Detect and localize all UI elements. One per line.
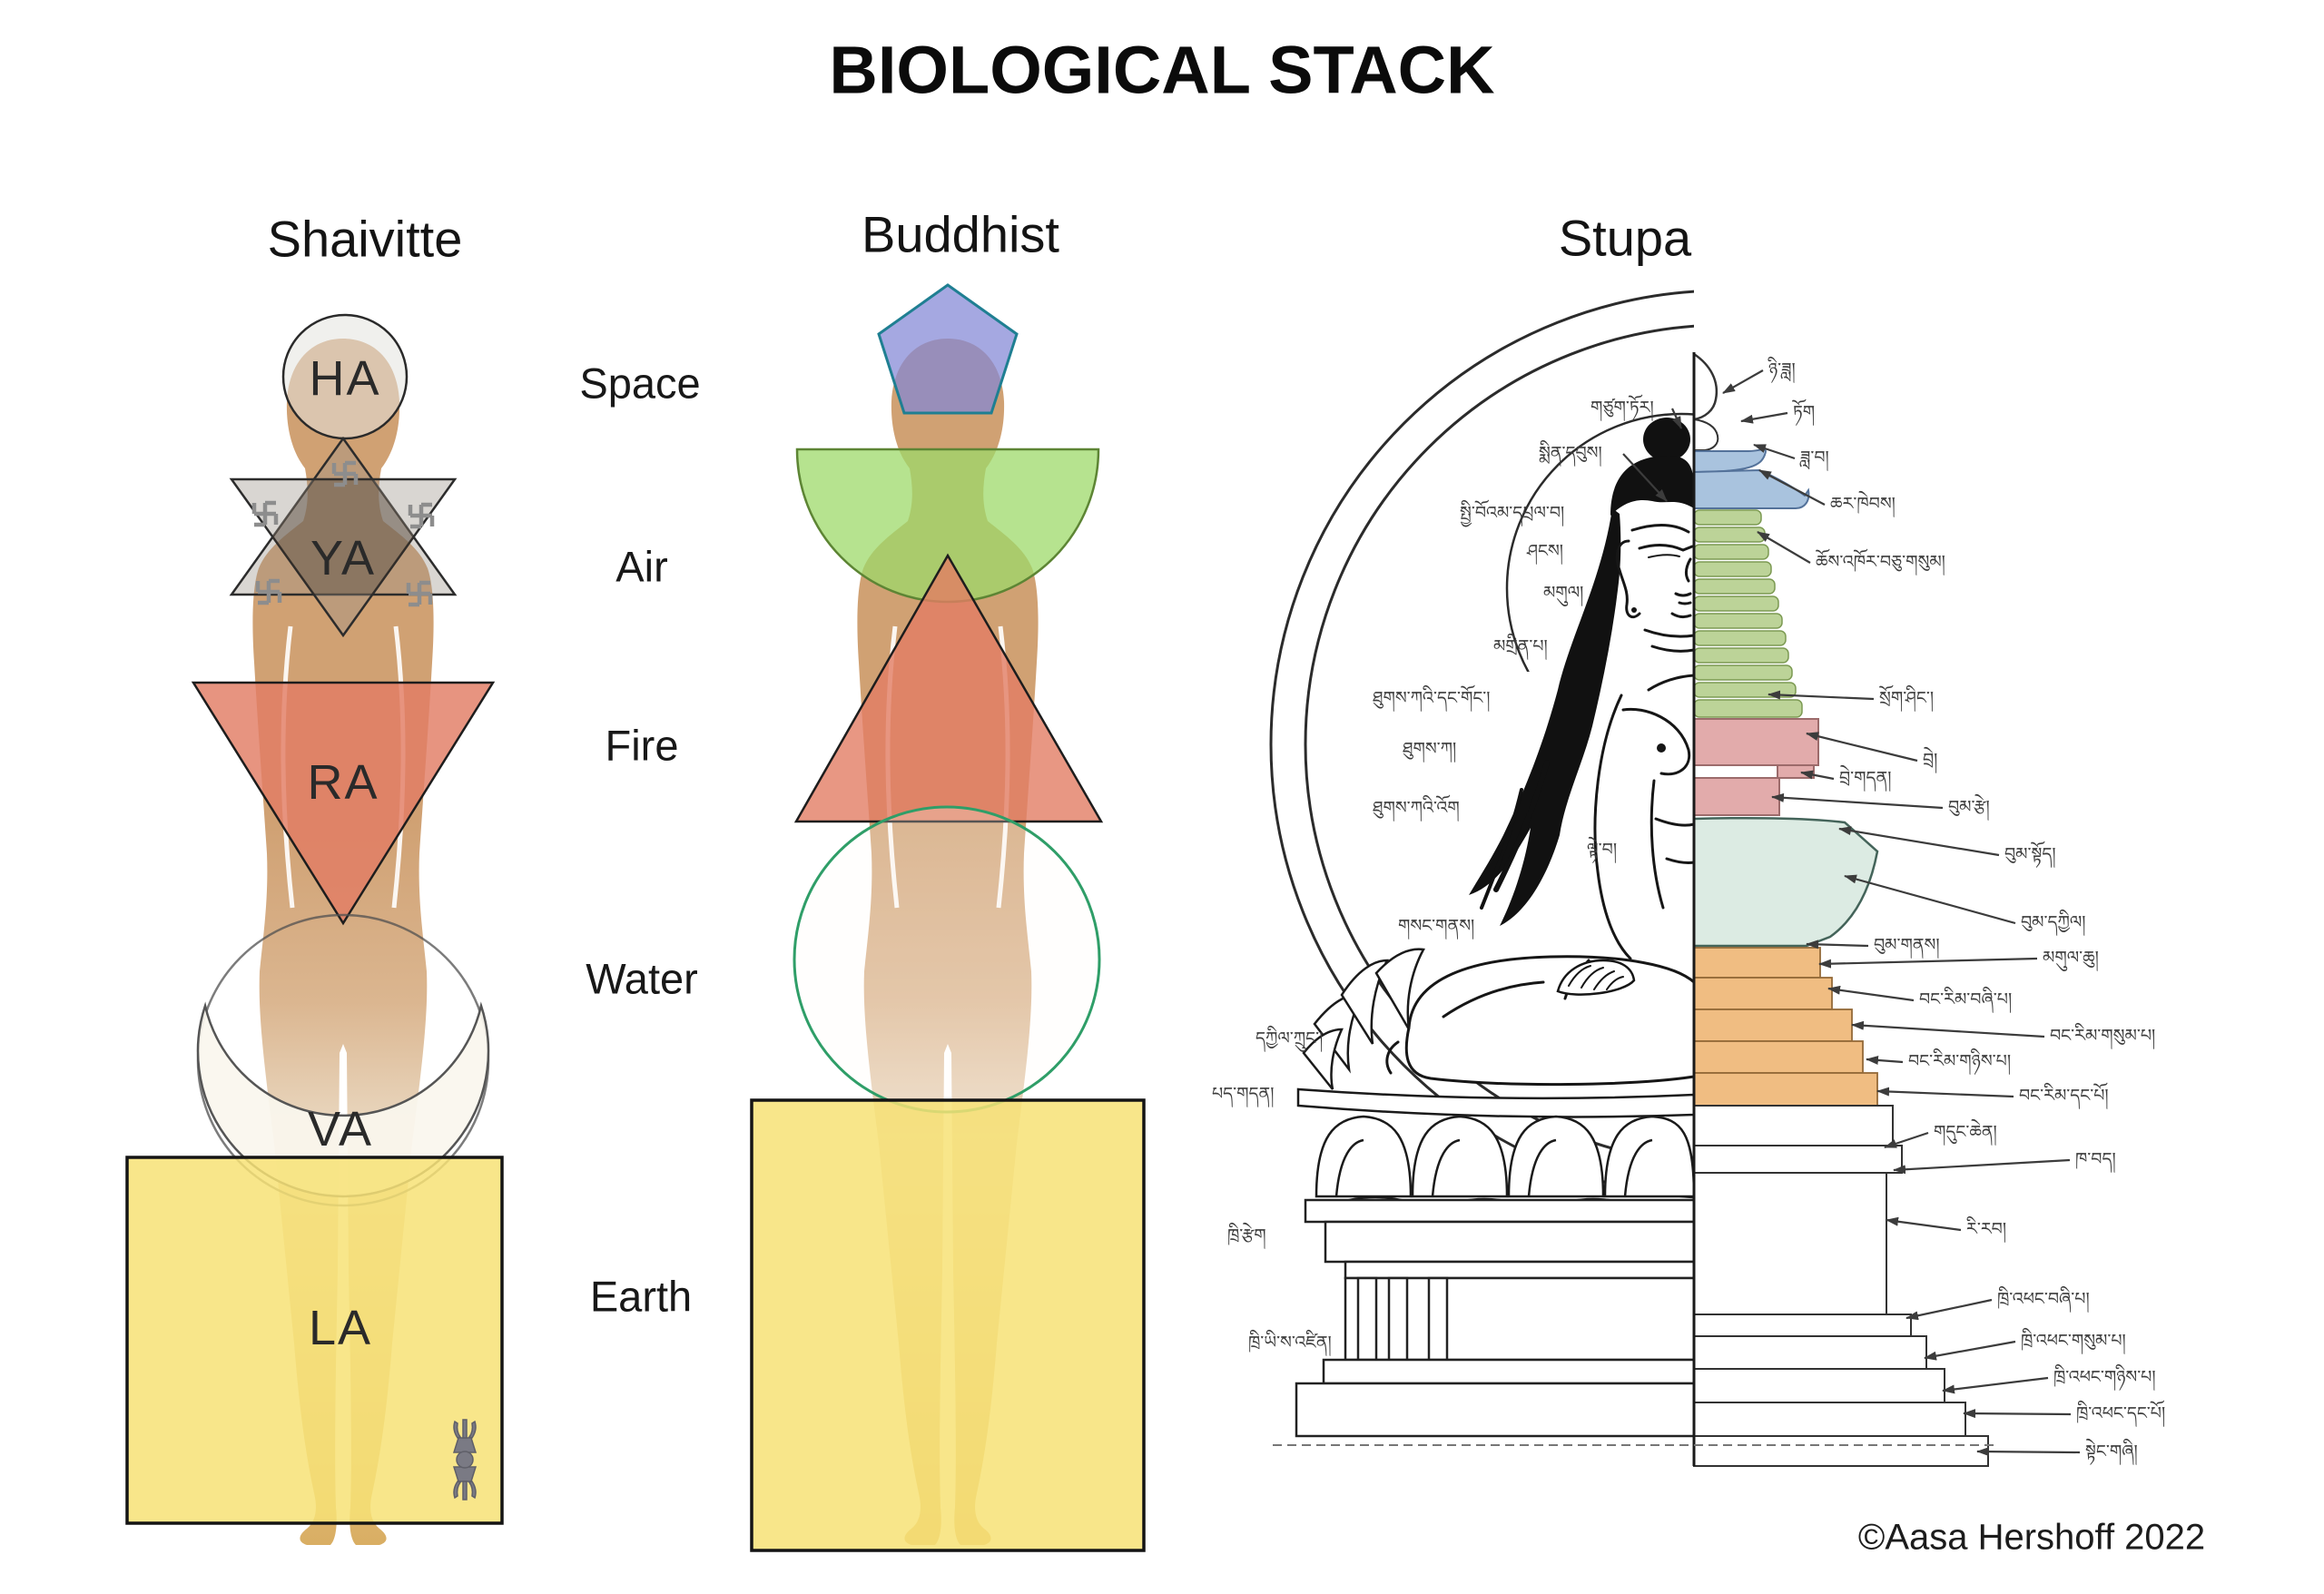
stupa-label-tibetan: མགྲིན་པ། — [1493, 637, 1548, 657]
page-title: BIOLOGICAL STACK — [829, 32, 1495, 108]
stupa-label-tibetan: གསང་གནས། — [1398, 917, 1475, 937]
stupa-label-tibetan: ཐུགས་ཀའི་དང་གོང་། — [1373, 689, 1491, 709]
stupa-umbrella — [1693, 468, 1810, 509]
stupa-label-tibetan: བང་རིམ་གསུམ་པ། — [2050, 1027, 2156, 1047]
stupa-label-tibetan: ཁྲི་འཕང་བཞི་པ། — [1997, 1290, 2090, 1310]
stupa-label-tibetan: ཆོས་འཁོར་བཅུ་གསུམ། — [1816, 553, 1945, 573]
stupa-label-tibetan: མགུལ། — [1543, 584, 1584, 604]
shaivite-chakra-shapes — [125, 313, 504, 1525]
stupa-label-tibetan: ཐུགས་ཀའི་འོག — [1373, 799, 1460, 819]
stupa-label-tibetan: ཁྲི་རྩེག — [1227, 1226, 1266, 1246]
chakra-letter: RA — [307, 755, 379, 810]
fire-triangle — [793, 553, 1104, 823]
stupa-label-tibetan: ཟླ་བ། — [1800, 448, 1829, 468]
buddhist-element-shapes — [750, 283, 1146, 1552]
throne-platforms — [1295, 1198, 1696, 1438]
buddha-aura-arcs — [1269, 290, 1694, 1199]
chakra-letter: HA — [309, 351, 381, 406]
stupa-label-tibetan: ཁྲི་འཕང་དང་པོ། — [2076, 1404, 2166, 1424]
stupa-label-tibetan: བྲེ། — [1923, 751, 1938, 771]
stupa-label-tibetan: དཀྱིལ་ཀྲུང་། — [1256, 1029, 1324, 1049]
stupa-label-tibetan: ཁྲི་ཡི་ས་འཛིན། — [1248, 1333, 1332, 1353]
column-header: Buddhist — [862, 205, 1059, 263]
stupa-label-tibetan: ཁྲི་འཕང་གསུམ་པ། — [2021, 1332, 2126, 1352]
stupa-label-tibetan: རི་རབ། — [1966, 1220, 2007, 1240]
stupa-label-tibetan: སྨིན་དབུས། — [1539, 444, 1602, 464]
stupa-label-tibetan: ཁྲི་འཕང་གཉིས་པ། — [2053, 1368, 2156, 1388]
stupa-label-tibetan: བྲེ་གདན། — [1839, 769, 1892, 789]
stupa-label-tibetan: བུམ་རྩེ། — [1948, 798, 1990, 818]
water-circle — [793, 805, 1101, 1114]
stupa-label-tibetan: མགུལ་ཆུ། — [2043, 949, 2099, 969]
stupa-label-tibetan: བུམ་སྟོད། — [2004, 845, 2056, 865]
element-label: Water — [586, 954, 698, 1003]
copyright-notice: ©Aasa Hershoff 2022 — [1857, 1517, 2206, 1558]
space-pentagon — [877, 283, 1019, 415]
stupa-label-tibetan: སྲོག་ཤིང་། — [1879, 689, 1935, 709]
chakra-letter: VA — [307, 1102, 374, 1156]
stupa-label-tibetan: བུམ་གནས། — [1874, 936, 1940, 956]
stupa-label-tibetan: ཆར་ཁེབས། — [1830, 495, 1896, 515]
column-header: Shaivitte — [267, 210, 463, 268]
la-square — [125, 1156, 504, 1525]
annotation-arrows — [1622, 369, 2081, 1457]
stupa-base-tiers — [1693, 1105, 1989, 1467]
stupa-label-tibetan: བང་རིམ་དང་པོ། — [2019, 1087, 2109, 1107]
stupa-label-tibetan: བང་རིམ་བཞི་པ། — [1919, 990, 2013, 1010]
stupa-label-tibetan: ལྟེ་བ། — [1587, 841, 1618, 861]
stupa-label-tibetan: ཏོག — [1793, 403, 1816, 423]
column-header: Stupa — [1558, 209, 1692, 267]
stupa-label-tibetan: སྟེང་གཞི། — [2085, 1442, 2138, 1462]
chakra-letter: YA — [310, 531, 377, 585]
stupa-bumpa-vase — [1692, 816, 1879, 948]
stupa-sunmoon — [1693, 418, 1719, 451]
stupa-label-tibetan: བང་རིམ་གཉིས་པ། — [1908, 1052, 2012, 1072]
buddha-figure-art — [1385, 418, 1696, 1087]
earth-square — [750, 1098, 1146, 1552]
element-label: Earth — [589, 1272, 693, 1321]
ya-hexagram — [229, 436, 458, 638]
element-label: Air — [615, 542, 668, 591]
stupa-label-tibetan: ཐུགས་ཀ། — [1403, 740, 1457, 760]
stupa-label-tibetan: ཉི་ཟླ། — [1768, 360, 1796, 380]
ha-circle — [281, 313, 409, 440]
element-label: Fire — [605, 721, 679, 770]
ra-triangle — [191, 681, 496, 926]
stupa-bangrim-steps — [1693, 947, 1878, 1107]
stupa-bre — [1693, 718, 1819, 816]
stupa-label-tibetan: གཙུག་ཏོར། — [1590, 398, 1654, 418]
element-label: Space — [579, 359, 701, 408]
stupa-thirteen-wheels — [1693, 509, 1803, 718]
chakra-letter: LA — [308, 1301, 373, 1355]
vajra-icon — [453, 1419, 477, 1501]
stupa-flame-finial — [1692, 351, 1718, 421]
stupa-label-tibetan: གདུང་ཆེན། — [1934, 1123, 1997, 1143]
stupa-label-tibetan: ཤངས། — [1527, 542, 1564, 562]
stupa-label-tibetan: སྤྱི་བོའམ་དཔྲལ་བ། — [1460, 504, 1565, 524]
stupa-umbrella-top — [1693, 448, 1767, 474]
stupa-label-tibetan: ཁ་བད། — [2075, 1150, 2116, 1170]
stupa-label-tibetan: བུམ་དཀྱིལ། — [2021, 913, 2086, 933]
stupa-diagram — [1269, 290, 2081, 1467]
stupa-label-tibetan: པད་གདན། — [1212, 1085, 1275, 1105]
